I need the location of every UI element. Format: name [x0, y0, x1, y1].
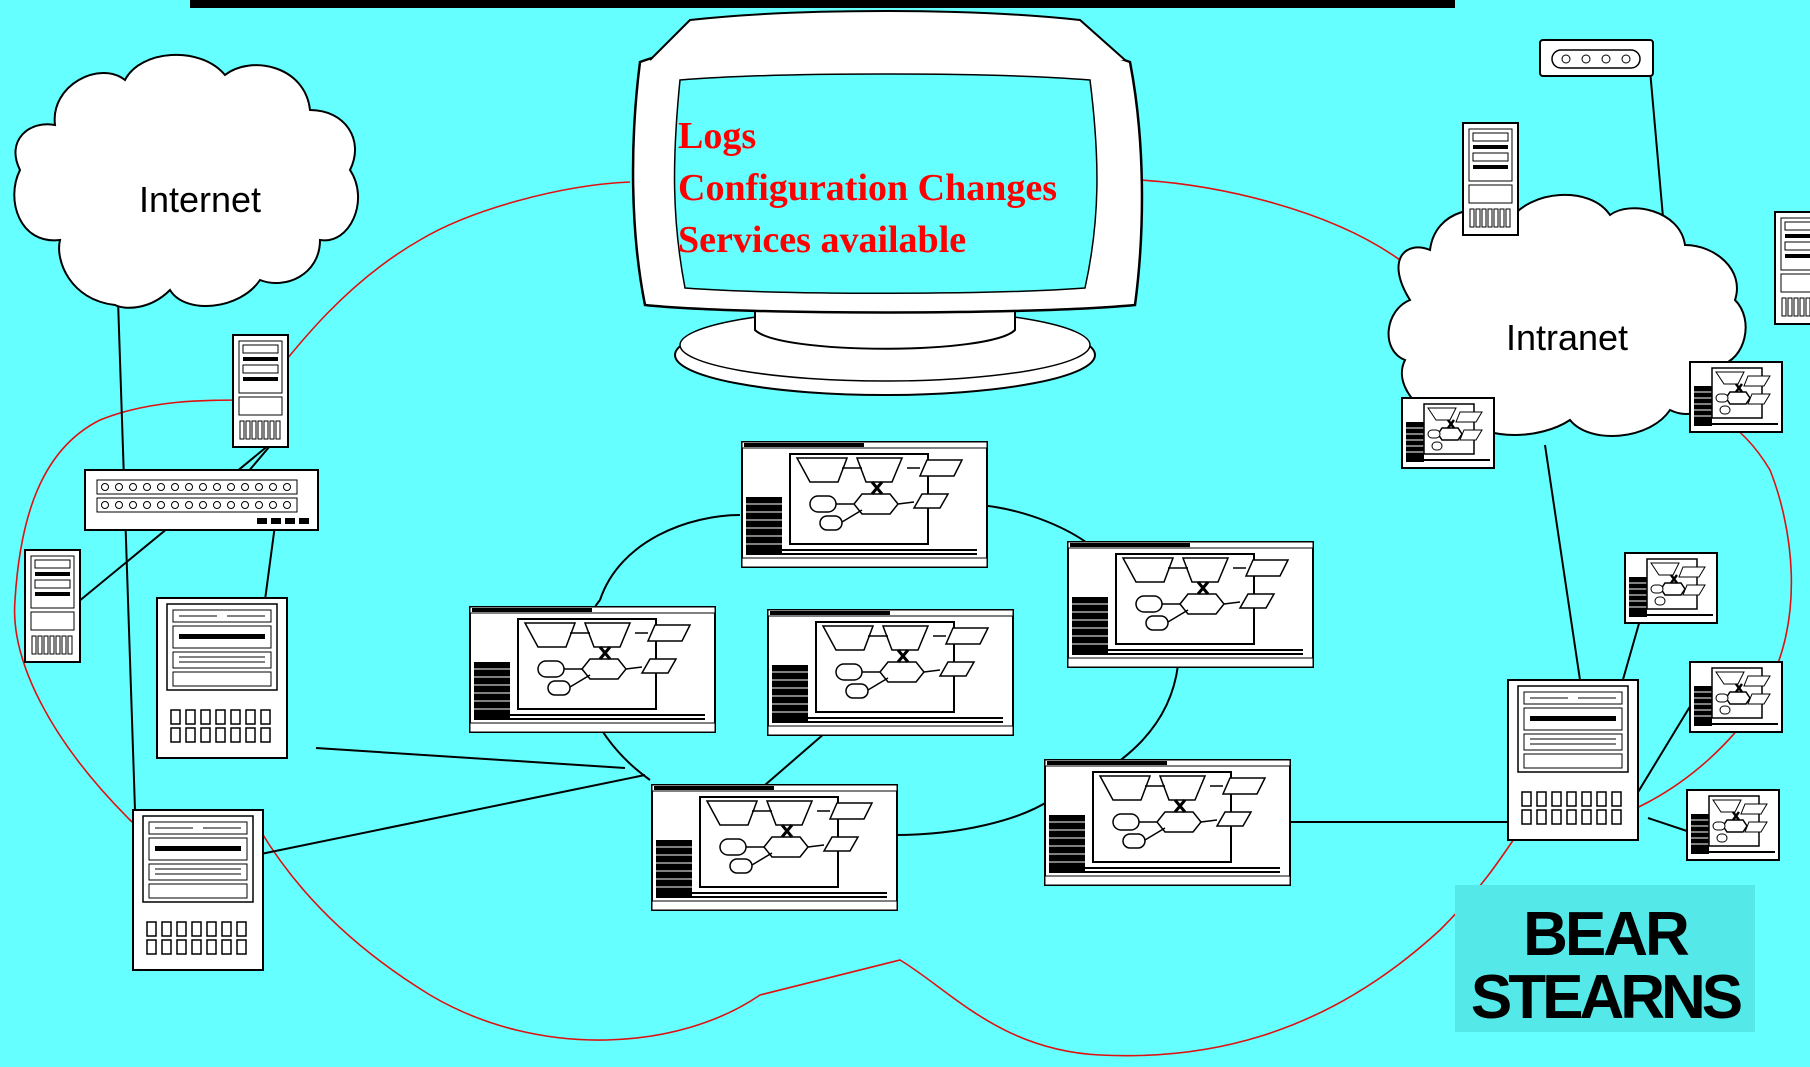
hub-port — [115, 483, 123, 491]
hub-port — [255, 501, 263, 509]
monitor-line-logs: Logs — [678, 115, 756, 157]
workstation-icon — [468, 605, 717, 734]
managed-zone-boundary — [13, 179, 1793, 1057]
hub-port — [171, 501, 179, 509]
workstation-icon — [1688, 660, 1784, 734]
monitor-line-services: Services available — [678, 219, 966, 261]
server-tower-icon — [232, 334, 289, 448]
hub-port — [241, 483, 249, 491]
workstation-icon — [1400, 396, 1496, 470]
internet-label: Internet — [139, 179, 261, 220]
hub-port — [157, 501, 165, 509]
hub-port — [171, 483, 179, 491]
workstation-icon — [1043, 758, 1292, 887]
bear-stearns-logo: BEAR STEARNS — [1455, 885, 1755, 1032]
network-hub-icon — [84, 469, 319, 531]
hub-port — [129, 501, 137, 509]
hub-port — [101, 501, 109, 509]
hub-port — [115, 501, 123, 509]
top-bar — [190, 0, 1455, 8]
hub-port — [185, 501, 193, 509]
workstation-icon — [1688, 360, 1784, 434]
server-rack-icon — [156, 597, 288, 759]
hub-port — [255, 483, 263, 491]
server-rack-icon — [1507, 679, 1639, 841]
server-tower-icon — [1774, 211, 1810, 325]
hub-port — [185, 483, 193, 491]
svg-text:STEARNS: STEARNS — [1471, 963, 1741, 1032]
hub-port — [101, 483, 109, 491]
hub-port — [157, 483, 165, 491]
modem-icon — [1539, 39, 1654, 77]
hub-port — [143, 483, 151, 491]
hub-port — [283, 483, 291, 491]
workstation-icon — [766, 608, 1015, 737]
workstation-icon — [650, 783, 899, 912]
monitor-icon: Logs Configuration Changes Services avai… — [631, 10, 1144, 396]
internet-cloud-icon: Internet — [13, 54, 360, 309]
hub-port — [269, 483, 277, 491]
workstation-icon — [1066, 540, 1315, 669]
server-tower-icon — [1462, 122, 1519, 236]
monitor-line-config-changes: Configuration Changes — [678, 167, 1057, 209]
svg-text:BEAR: BEAR — [1523, 900, 1689, 969]
hub-port — [143, 501, 151, 509]
hub-port — [227, 483, 235, 491]
hub-port — [283, 501, 291, 509]
hub-port — [269, 501, 277, 509]
hub-port — [227, 501, 235, 509]
server-rack-icon — [132, 809, 264, 971]
workstation-icon — [1685, 788, 1781, 862]
intranet-label: Intranet — [1506, 317, 1628, 358]
hub-port — [199, 483, 207, 491]
hub-port — [129, 483, 137, 491]
hub-port — [213, 483, 221, 491]
hub-port — [199, 501, 207, 509]
monitor-screen — [673, 73, 1098, 294]
server-tower-icon — [24, 549, 81, 663]
intranet-cloud-icon: Intranet — [1387, 194, 1747, 437]
workstation-icon — [740, 440, 989, 569]
hub-port — [213, 501, 221, 509]
hub-port — [241, 501, 249, 509]
workstation-icon — [1623, 551, 1719, 625]
